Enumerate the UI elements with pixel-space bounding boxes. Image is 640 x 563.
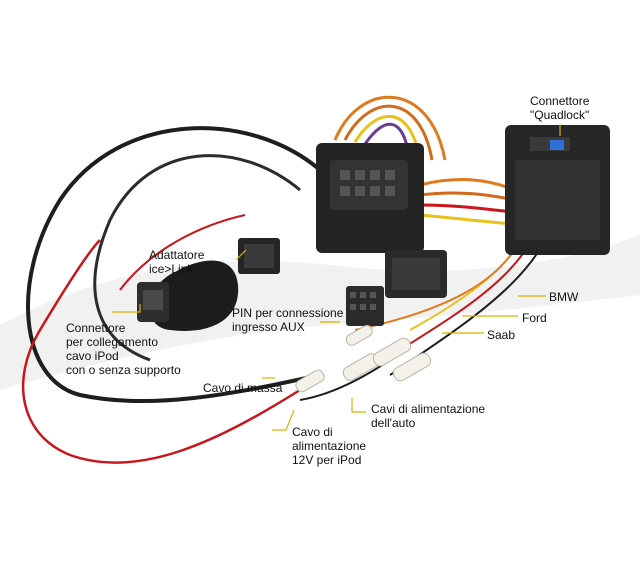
label-cavo-alimentazione-ipod: Cavo di alimentazione 12V per iPod bbox=[292, 425, 367, 467]
leader-adattatore bbox=[235, 249, 247, 261]
label-quadlock: Connettore "Quadlock" bbox=[530, 94, 590, 122]
ipod-power-cable-red bbox=[21, 239, 301, 464]
label-cavi-alimentazione-auto: Cavi di alimentazione dell'auto bbox=[371, 402, 486, 430]
label-saab: Saab bbox=[487, 328, 516, 342]
ipod-cable-black-2 bbox=[93, 154, 301, 362]
leader-alimentazione-ipod bbox=[272, 409, 295, 431]
adapter-plug bbox=[238, 238, 280, 274]
pin-block bbox=[346, 286, 384, 326]
leader-lines bbox=[112, 124, 561, 431]
leader-connettore-ipod bbox=[112, 304, 141, 313]
center-connector bbox=[316, 143, 424, 253]
watermark bbox=[0, 235, 640, 390]
label-adattatore: Adattatore ice>Link bbox=[149, 248, 205, 276]
label-bmw: BMW bbox=[549, 290, 579, 304]
label-connettore-ipod: Connettore per collegamento cavo iPod co… bbox=[66, 321, 181, 377]
quadlock-connector bbox=[505, 125, 610, 255]
aux-socket-connector bbox=[385, 250, 447, 298]
ferrules bbox=[295, 325, 432, 393]
label-cavo-massa: Cavo di massa bbox=[203, 381, 283, 395]
label-ford: Ford bbox=[522, 311, 547, 325]
label-pin-aux: PIN per connessione ingresso AUX bbox=[232, 306, 344, 334]
ipod-cable-black bbox=[26, 126, 322, 404]
wire-bundle-right bbox=[419, 178, 516, 226]
icelink-adapter bbox=[137, 260, 239, 331]
leader-alimentazione-auto bbox=[351, 398, 366, 413]
red-cable-upper bbox=[119, 214, 246, 291]
